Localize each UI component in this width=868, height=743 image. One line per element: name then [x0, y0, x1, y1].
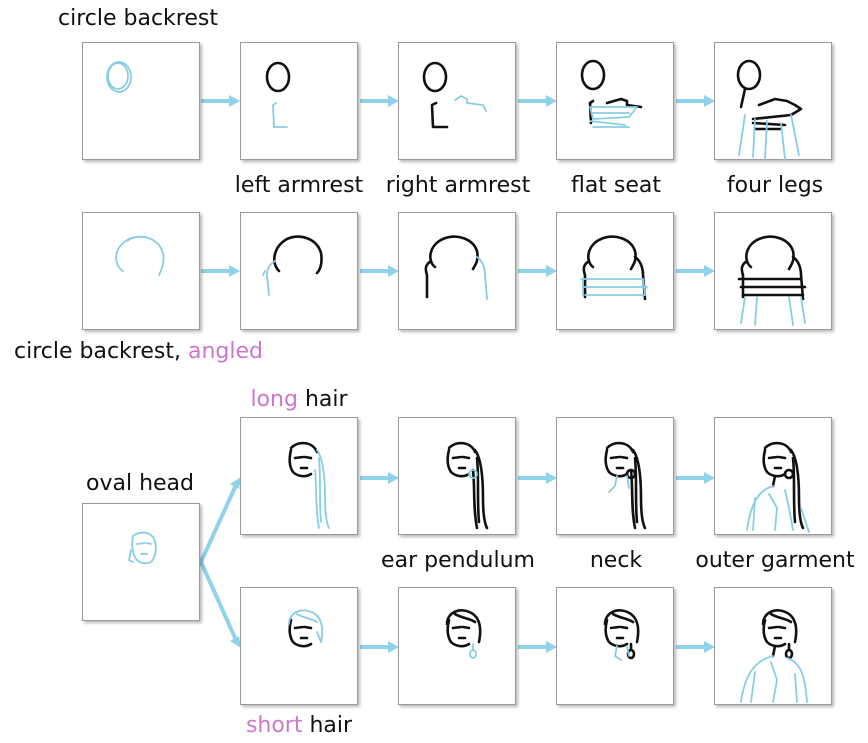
long-hair-accent: long	[250, 387, 298, 412]
garment-sketch	[746, 485, 810, 533]
oval-head-label: oval head	[86, 471, 194, 496]
long-hair-label: long hair	[250, 387, 347, 413]
row2-title: circle backrest, angled	[14, 339, 263, 365]
neck-sketch	[614, 645, 630, 661]
row2-arrows	[201, 265, 715, 277]
panel-left-armrest	[240, 42, 358, 160]
panel-circle-backrest-angled	[82, 212, 200, 330]
step-label-left-armrest: left armrest	[234, 173, 364, 198]
legs-sketch	[738, 114, 800, 160]
panel-oval-head	[82, 503, 200, 621]
seat-sketch	[580, 278, 648, 296]
panel-four-legs-angled	[714, 212, 832, 330]
step-label-ear-pendulum: ear pendulum	[381, 548, 535, 573]
panel-four-legs	[714, 42, 832, 160]
row2-title-prefix: circle backrest,	[14, 339, 188, 364]
panel-outer-garment-short	[714, 587, 832, 705]
long-hair-sketch	[314, 449, 330, 529]
earring-sketch	[468, 469, 478, 479]
panel-left-armrest-angled	[240, 212, 358, 330]
panel-right-armrest	[398, 42, 516, 160]
row2-title-accent: angled	[187, 339, 263, 364]
panel-ear-pendulum-short	[398, 587, 516, 705]
armrest-sketch	[476, 256, 488, 300]
head-sketch	[128, 531, 157, 565]
step-label-flat-seat: flat seat	[570, 173, 662, 198]
panel-outer-garment-long	[714, 417, 832, 535]
garment-sketch	[740, 655, 808, 703]
seat-sketch	[589, 106, 638, 128]
step-label-neck: neck	[589, 548, 643, 573]
row1-arrows	[201, 95, 715, 107]
row4-arrows	[360, 641, 715, 653]
short-hair-suffix: hair	[302, 713, 353, 738]
row3-arrows	[360, 472, 715, 484]
panel-long-hair	[240, 417, 358, 535]
step-label-right-armrest: right armrest	[385, 173, 531, 198]
panel-flat-seat-angled	[556, 212, 674, 330]
step-label-outer-garment: outer garment	[695, 548, 855, 573]
short-hair-accent: short	[245, 713, 303, 738]
earring-sketch	[469, 643, 477, 659]
step-label-four-legs: four legs	[726, 173, 824, 198]
panel-neck-short	[556, 587, 674, 705]
armrest-sketch	[262, 260, 276, 296]
panel-right-armrest-angled	[398, 212, 516, 330]
legs-sketch	[740, 296, 806, 326]
backrest-sketch	[115, 235, 165, 276]
neck-sketch	[608, 475, 630, 493]
row1-title: circle backrest	[58, 6, 218, 31]
armrest-sketch	[454, 95, 487, 112]
panel-circle-backrest	[82, 42, 200, 160]
short-hair-label: short hair	[246, 713, 352, 739]
panel-neck-long	[556, 417, 674, 535]
short-hair-sketch	[288, 609, 323, 643]
armrest-sketch	[272, 102, 288, 128]
panel-ear-pendulum	[398, 417, 516, 535]
panel-flat-seat	[556, 42, 674, 160]
backrest-sketch	[106, 61, 132, 93]
branch-arrows	[199, 477, 241, 648]
panel-short-hair	[240, 587, 358, 705]
long-hair-suffix: hair	[297, 387, 348, 412]
